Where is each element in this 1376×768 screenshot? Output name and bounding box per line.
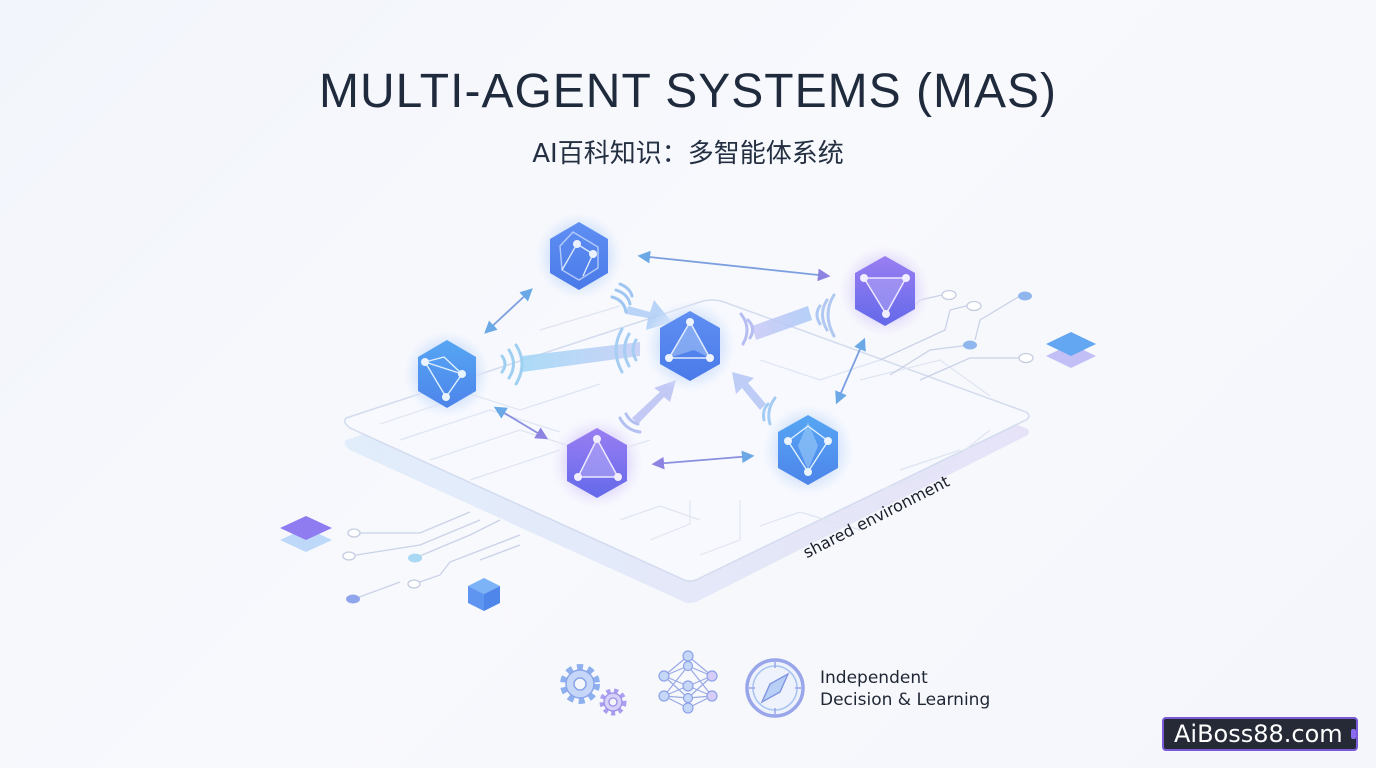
feature-line-1: Independent — [820, 668, 928, 688]
page-title: MULTI-AGENT SYSTEMS (MAS) — [319, 65, 1057, 118]
compass-icon — [745, 658, 805, 718]
layer-stack-icon-right — [1046, 332, 1096, 368]
communication-arrows — [484, 250, 866, 470]
feature-line-2: Decision & Learning — [820, 690, 991, 710]
signal-waves — [500, 282, 836, 434]
circuit-nodes-right — [941, 289, 1034, 364]
signal-beams — [522, 300, 812, 424]
agent-bottom-right[interactable] — [762, 404, 854, 496]
page-subtitle: AI百科知识：多智能体系统 — [532, 139, 844, 169]
agent-bottom-left[interactable] — [551, 417, 643, 509]
circuit-nodes-left — [342, 528, 422, 604]
neural-network-icon — [658, 650, 718, 714]
agent-right[interactable] — [839, 245, 931, 337]
cube-icon — [468, 578, 500, 611]
agent-left[interactable] — [403, 330, 491, 418]
layer-stack-icon-left — [280, 516, 332, 552]
circuit-traces-left — [349, 511, 521, 600]
watermark-text: AiBoss88.com — [1174, 720, 1343, 748]
watermark-badge: AiBoss88.com — [1162, 717, 1358, 751]
agent-center[interactable] — [644, 300, 736, 392]
feature-caption: Independent Decision & Learning — [820, 667, 990, 711]
gears-icon — [560, 664, 627, 716]
agent-top[interactable] — [535, 212, 623, 300]
square-icon — [1350, 729, 1356, 739]
